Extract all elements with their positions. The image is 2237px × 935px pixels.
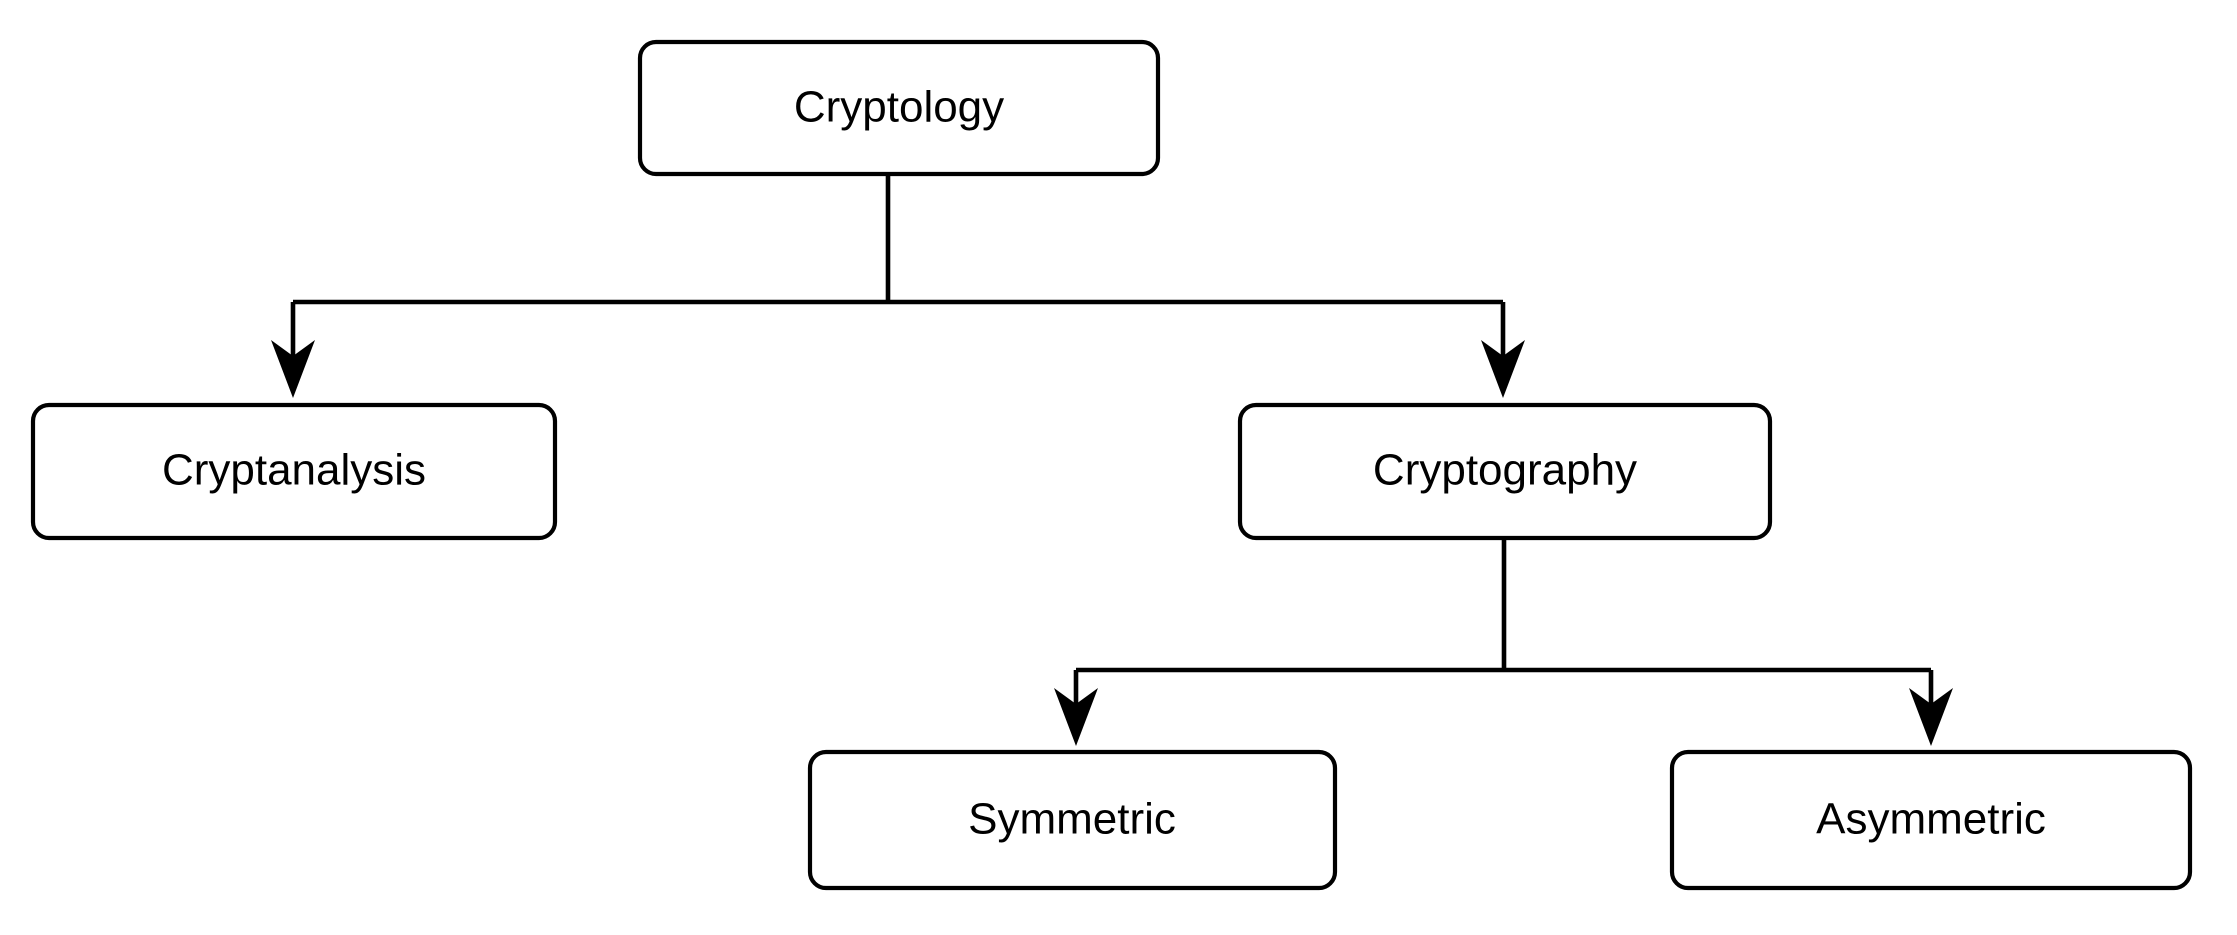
edge-group-level-0-to-1	[271, 174, 1525, 398]
node-cryptology-label: Cryptology	[794, 83, 1004, 132]
node-cryptography[interactable]: Cryptography	[1237, 402, 1773, 541]
arrowhead-to-symmetric	[1054, 688, 1098, 746]
node-cryptanalysis-label: Cryptanalysis	[162, 446, 426, 495]
arrowhead-to-asymmetric	[1909, 688, 1953, 746]
node-cryptanalysis[interactable]: Cryptanalysis	[30, 402, 558, 541]
edge-group-level-1-to-2	[1054, 538, 1953, 746]
node-asymmetric-label: Asymmetric	[1816, 795, 2046, 844]
arrowhead-to-cryptanalysis	[271, 340, 315, 398]
arrowhead-to-cryptography	[1481, 340, 1525, 398]
node-cryptography-label: Cryptography	[1373, 446, 1637, 495]
node-symmetric-label: Symmetric	[968, 795, 1176, 844]
node-symmetric[interactable]: Symmetric	[807, 749, 1338, 891]
node-cryptography-box[interactable]	[1237, 402, 1773, 541]
node-symmetric-box[interactable]	[807, 749, 1338, 891]
node-cryptology-box[interactable]	[637, 39, 1161, 177]
node-asymmetric-box[interactable]	[1669, 749, 2193, 891]
node-asymmetric[interactable]: Asymmetric	[1669, 749, 2193, 891]
node-cryptology[interactable]: Cryptology	[637, 39, 1161, 177]
node-cryptanalysis-box[interactable]	[30, 402, 558, 541]
